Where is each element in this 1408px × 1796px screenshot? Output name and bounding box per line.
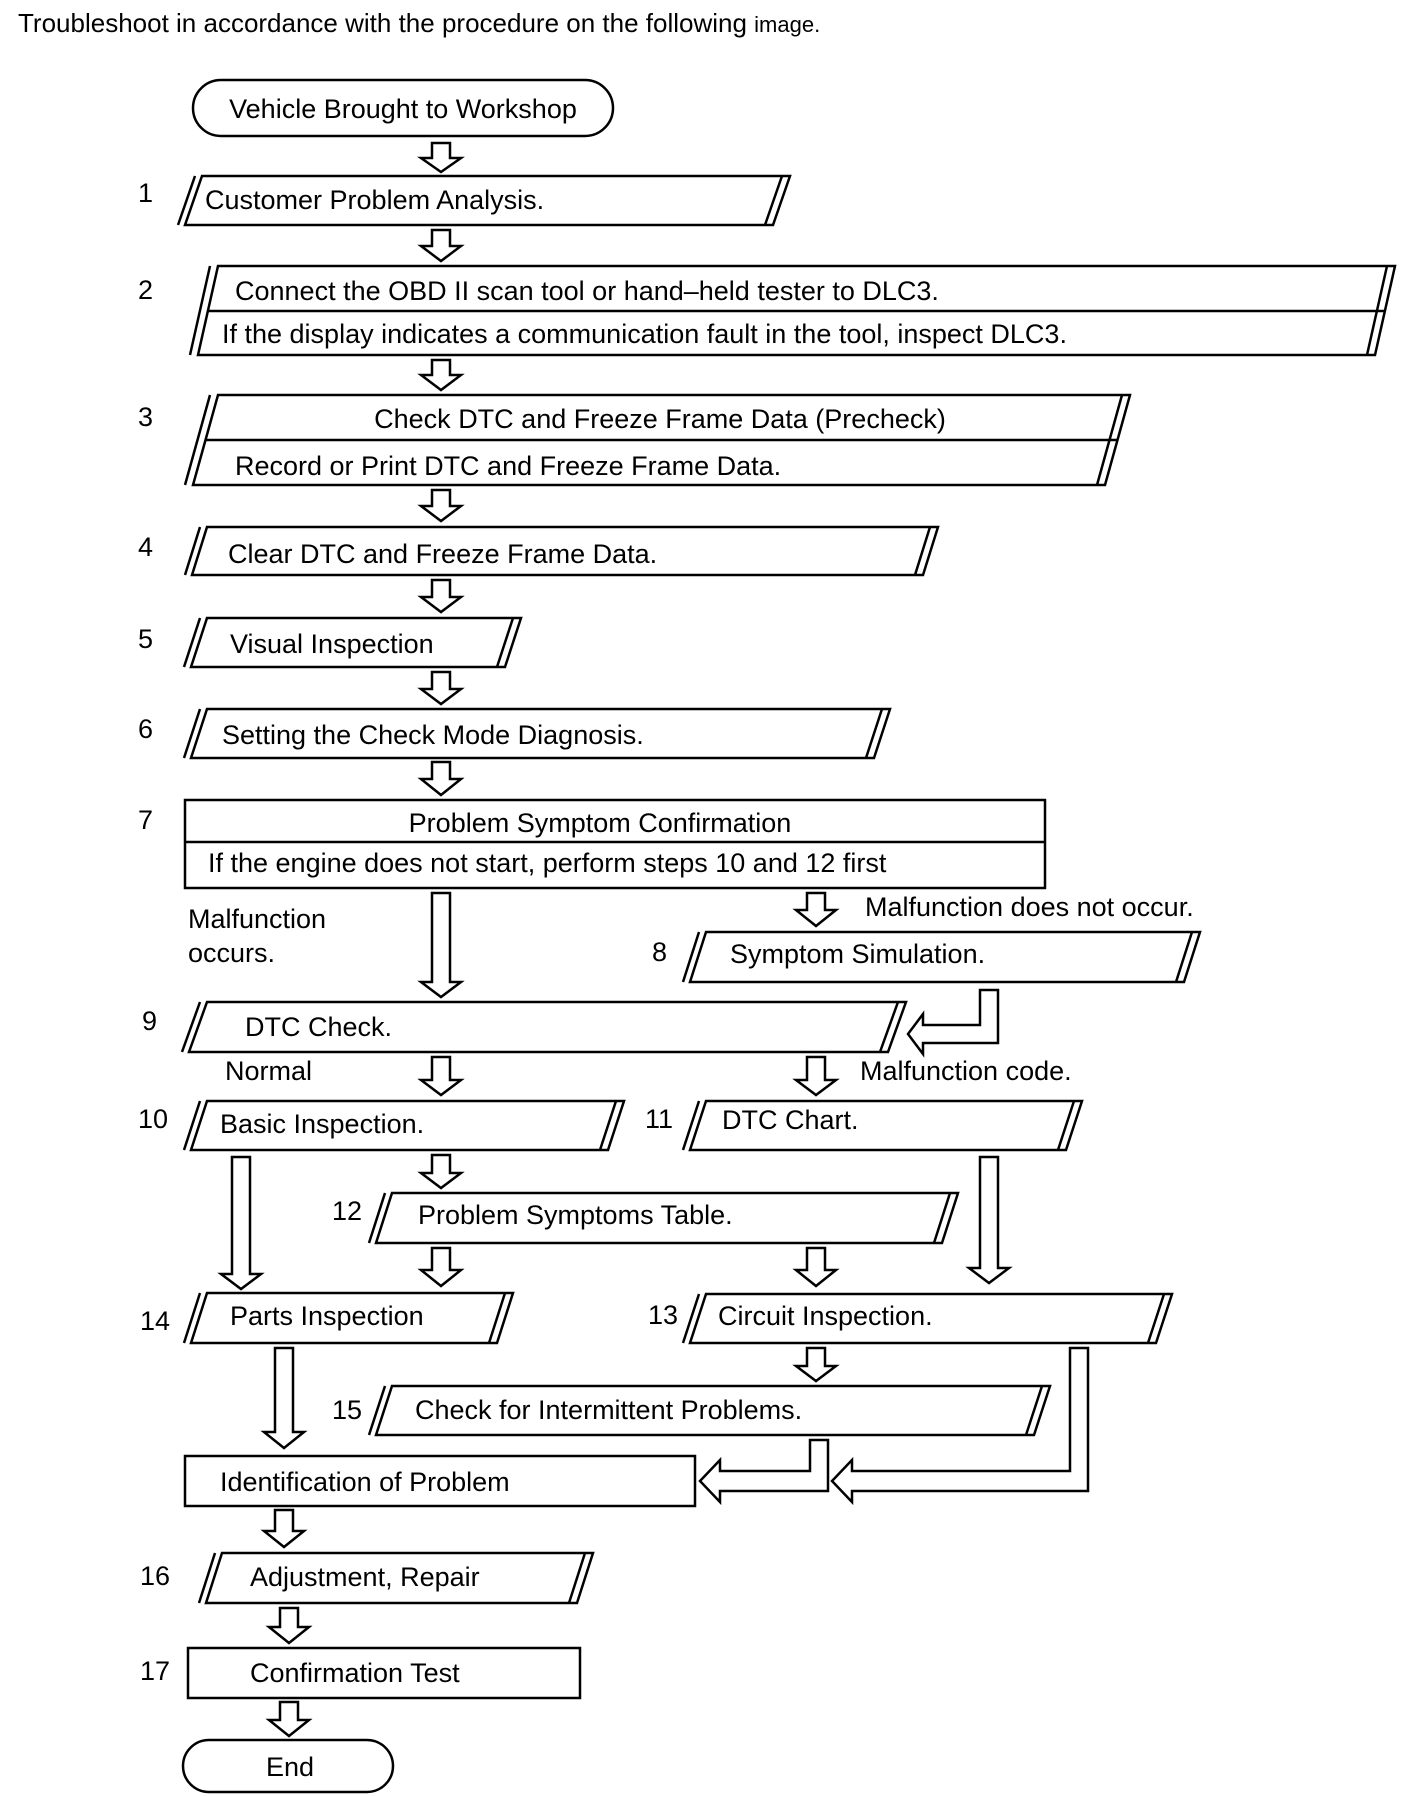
- branch-label-malfunction-occurs: Malfunction: [188, 904, 326, 934]
- step-9-dtc-check: 9 DTC Check.: [142, 1000, 908, 1054]
- left-arrow: [906, 988, 1000, 1058]
- identification-of-problem: Identification of Problem: [183, 1454, 697, 1508]
- step-number: 5: [138, 624, 153, 654]
- step-line-1: Connect the OBD II scan tool or hand–hel…: [235, 276, 939, 306]
- step-number: 8: [652, 937, 667, 967]
- down-arrow: [417, 578, 465, 614]
- step-14-parts-inspection: 14 Parts Inspection: [140, 1291, 515, 1345]
- end-label: End: [266, 1752, 314, 1782]
- step-label: Customer Problem Analysis.: [205, 185, 544, 215]
- step-8-symptom-simulation: 8 Symptom Simulation.: [652, 930, 1202, 984]
- down-arrow: [417, 488, 465, 523]
- svg-text:DTC Chart.: DTC Chart.: [722, 1105, 859, 1135]
- down-arrow: [417, 358, 465, 392]
- step-label: Symptom Simulation.: [730, 939, 985, 969]
- step-label: Setting the Check Mode Diagnosis.: [222, 720, 644, 750]
- step-label: DTC Check.: [245, 1012, 392, 1042]
- branch-label-malfunction-not-occur: Malfunction does not occur.: [865, 892, 1194, 922]
- step-number: 9: [142, 1006, 157, 1036]
- down-arrow: [417, 141, 465, 174]
- down-arrow: [217, 1155, 265, 1291]
- start-label: Vehicle Brought to Workshop: [229, 94, 577, 124]
- left-arrow: [830, 1346, 1090, 1506]
- step-label: DTC Chart: [722, 1105, 852, 1135]
- down-arrow: [265, 1700, 313, 1738]
- step-label-tail: .: [851, 1105, 859, 1135]
- step-line-2: If the display indicates a communication…: [222, 319, 1067, 349]
- step-15-check-intermittent-problems: 15 Check for Intermittent Problems.: [332, 1384, 1052, 1437]
- step-number: 11: [645, 1104, 673, 1134]
- down-arrow: [792, 1246, 840, 1288]
- step-label: Clear DTC and Freeze Frame Data.: [228, 539, 657, 569]
- step-label: Check for Intermittent Problems.: [415, 1395, 802, 1425]
- step-4-clear-dtc: 4 Clear DTC and Freeze Frame Data.: [138, 525, 940, 577]
- step-10-basic-inspection: 10 Basic Inspection.: [138, 1099, 626, 1152]
- step-line-2: Record or Print DTC and Freeze Frame Dat…: [235, 451, 781, 481]
- identification-label: Identification of Problem: [220, 1467, 510, 1497]
- down-arrow: [792, 891, 840, 928]
- step-7-problem-symptom-confirmation: 7 Problem Symptom Confirmation If the en…: [138, 798, 1047, 890]
- down-arrow: [792, 1346, 840, 1383]
- start-terminal: Vehicle Brought to Workshop: [191, 78, 615, 138]
- step-6-check-mode-diagnosis: 6 Setting the Check Mode Diagnosis.: [138, 707, 892, 760]
- step-number: 13: [648, 1300, 678, 1330]
- flow-arrows: [217, 141, 1090, 1738]
- step-number: 3: [138, 402, 153, 432]
- step-label: Visual Inspection: [230, 629, 434, 659]
- step-line-1: Problem Symptom Confirmation: [409, 808, 792, 838]
- branch-label-normal: Normal: [225, 1056, 312, 1086]
- step-number: 6: [138, 714, 153, 744]
- end-terminal: End: [181, 1738, 395, 1794]
- step-17-confirmation-test: 17 Confirmation Test: [140, 1646, 582, 1700]
- step-label: Circuit Inspection.: [718, 1301, 933, 1331]
- down-arrow: [265, 1606, 313, 1645]
- down-arrow: [417, 1153, 465, 1190]
- step-number: 1: [138, 178, 153, 208]
- down-arrow: [792, 1055, 840, 1097]
- step-number: 7: [138, 805, 153, 835]
- step-5-visual-inspection: 5 Visual Inspection: [138, 616, 523, 669]
- step-label: Adjustment, Repair: [250, 1562, 480, 1592]
- step-12-problem-symptoms-table: 12 Problem Symptoms Table.: [332, 1191, 960, 1245]
- step-2-connect-scan-tool: 2 Connect the OBD II scan tool or hand–h…: [138, 264, 1397, 357]
- step-label: Parts Inspection: [230, 1301, 424, 1331]
- step-line-1: Check DTC and Freeze Frame Data (Prechec…: [374, 404, 946, 434]
- step-number: 4: [138, 532, 153, 562]
- down-arrow: [417, 670, 465, 706]
- left-arrow: [698, 1438, 830, 1506]
- down-arrow: [965, 1155, 1013, 1285]
- step-label: Basic Inspection.: [220, 1109, 424, 1139]
- down-arrow: [417, 1246, 465, 1288]
- down-arrow: [417, 760, 465, 797]
- step-line-2: If the engine does not start, perform st…: [208, 848, 887, 878]
- down-arrow: [417, 1055, 465, 1097]
- step-number: 16: [140, 1561, 170, 1591]
- step-label: Confirmation Test: [250, 1658, 460, 1688]
- step-3-check-dtc-precheck: 3 Check DTC and Freeze Frame Data (Prech…: [138, 393, 1132, 487]
- step-16-adjustment-repair: 16 Adjustment, Repair: [140, 1551, 595, 1605]
- branch-label-malfunction-code: Malfunction code.: [860, 1056, 1072, 1086]
- step-label: Problem Symptoms Table.: [418, 1200, 733, 1230]
- step-number: 14: [140, 1306, 170, 1336]
- step-number: 2: [138, 275, 153, 305]
- step-13-circuit-inspection: 13 Circuit Inspection.: [648, 1292, 1174, 1345]
- intro-text: Troubleshoot in accordance with the proc…: [18, 8, 820, 38]
- step-number: 17: [140, 1656, 170, 1686]
- down-arrow: [417, 228, 465, 263]
- down-arrow: [260, 1508, 308, 1549]
- down-arrow: [417, 891, 465, 999]
- step-number: 15: [332, 1395, 362, 1425]
- down-arrow: [260, 1346, 308, 1450]
- step-number: 10: [138, 1104, 168, 1134]
- branch-label-malfunction-occurs-2: occurs.: [188, 938, 275, 968]
- step-11-dtc-chart: 11 DTC Chart.: [645, 1099, 1084, 1152]
- step-1-customer-problem-analysis: 1 Customer Problem Analysis.: [138, 174, 792, 227]
- step-number: 12: [332, 1196, 362, 1226]
